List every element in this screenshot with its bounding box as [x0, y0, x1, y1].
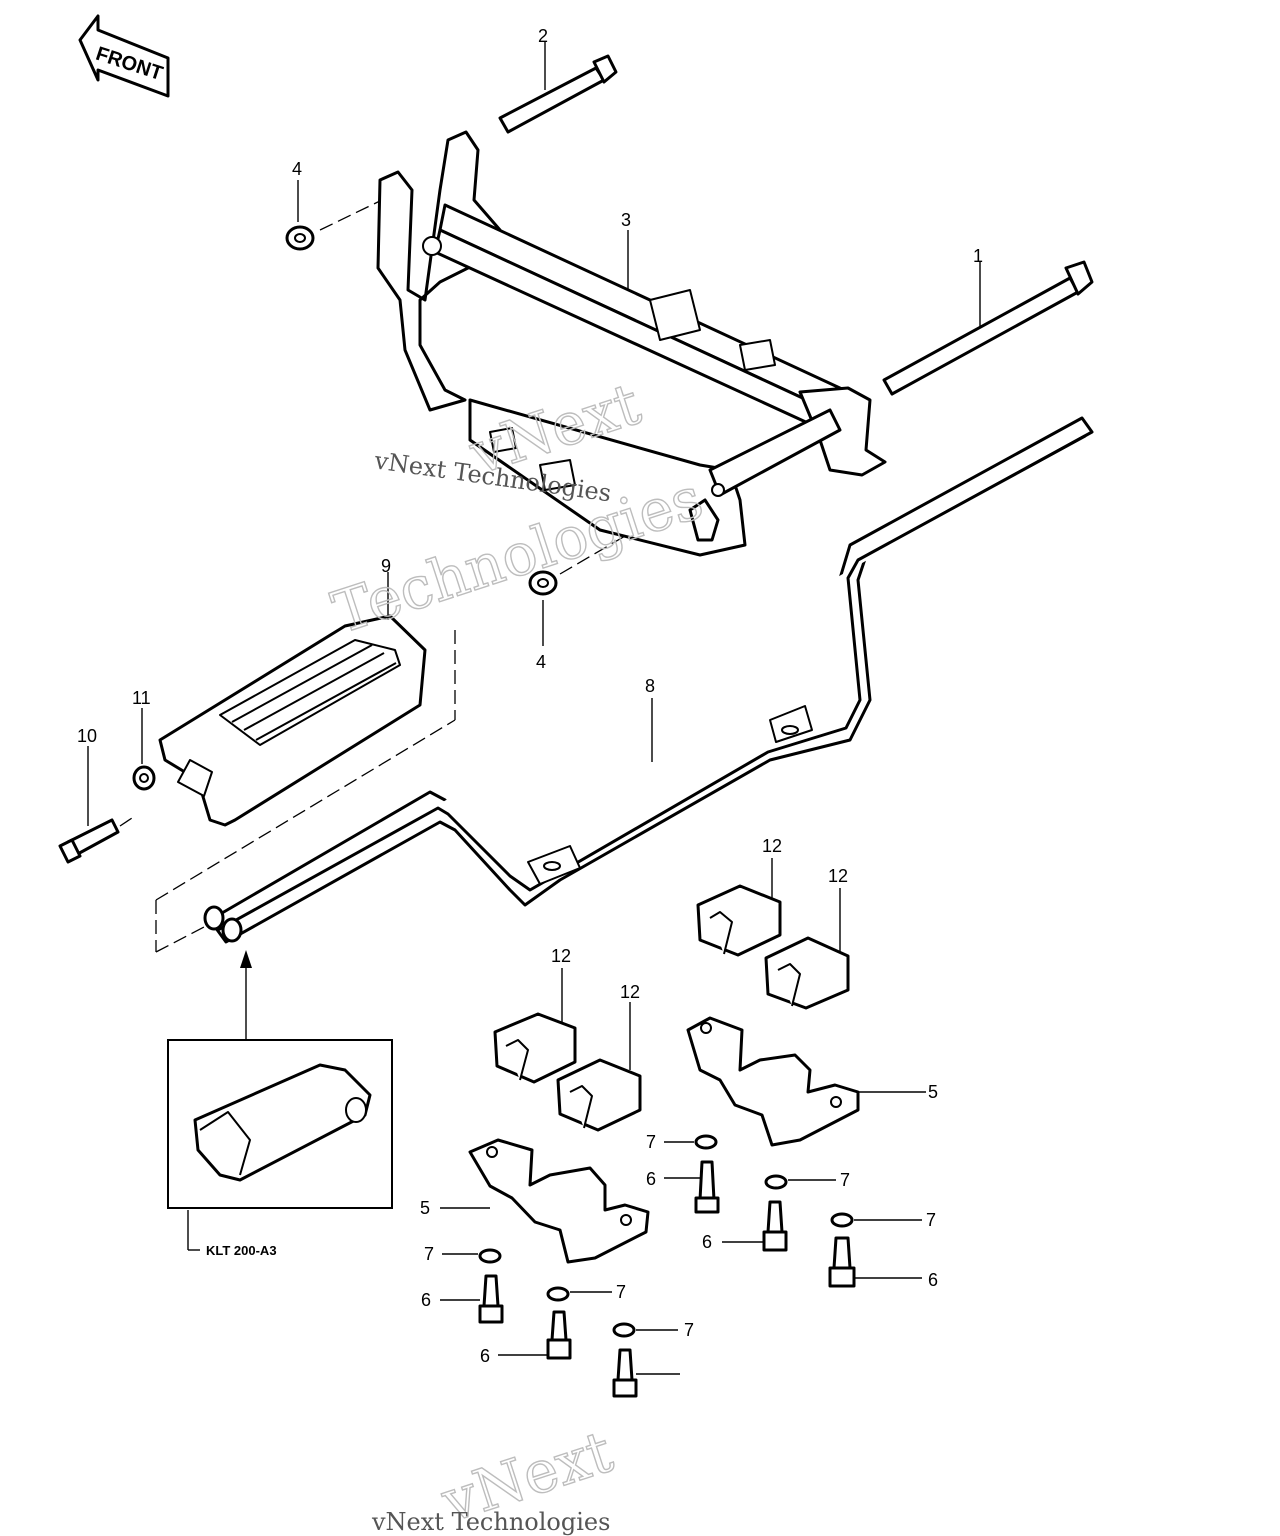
bolt-6-e [498, 1310, 572, 1360]
callout-7-d: 7 [424, 1244, 434, 1264]
block-12-upper-left [696, 858, 782, 957]
front-arrow-icon: FRONT [78, 14, 170, 98]
washer-7-e [546, 1286, 612, 1302]
callout-11: 11 [132, 688, 151, 708]
callout-5-right: 5 [928, 1082, 938, 1102]
washer-7-d [442, 1248, 502, 1264]
step-bar-8 [203, 416, 1094, 944]
callout-9: 9 [381, 556, 391, 576]
callout-12-c: 12 [551, 946, 571, 966]
clamp-5-right [686, 1016, 926, 1147]
block-12-lower-left [493, 968, 577, 1084]
callout-6-c: 6 [928, 1270, 938, 1290]
watermark-bottom2: vNext Technologies [371, 1508, 610, 1536]
callout-7-e: 7 [616, 1282, 626, 1302]
callout-12-d: 12 [620, 982, 640, 1002]
washer-7-c [830, 1212, 922, 1228]
callout-5-left: 5 [420, 1198, 430, 1218]
washer-11 [132, 708, 156, 791]
inset-klt200: KLT 200-A3 [167, 950, 393, 1258]
callout-3: 3 [621, 210, 631, 230]
callout-6-d: 6 [421, 1290, 431, 1310]
callout-2: 2 [538, 26, 548, 46]
nut-4-upper [285, 180, 383, 251]
callout-6-b: 6 [702, 1232, 712, 1252]
bolt-6-a [664, 1160, 720, 1214]
screw-10 [58, 746, 136, 864]
frame-bracket-3 [376, 130, 887, 557]
bolt-6-c [828, 1236, 922, 1288]
bolt-6-d [440, 1274, 504, 1324]
clamp-5-left [440, 1138, 650, 1264]
callout-8: 8 [645, 676, 655, 696]
watermark: vNext Technologies vNext Technologies vN… [324, 369, 711, 1536]
callout-1: 1 [973, 246, 983, 266]
washer-7-b [764, 1174, 836, 1190]
bolt-6-b [722, 1200, 788, 1252]
washer-7-a [664, 1134, 718, 1150]
bolt-1 [882, 260, 1094, 396]
callout-12-a: 12 [762, 836, 782, 856]
washer-7-f [612, 1322, 678, 1338]
callout-4-lower: 4 [536, 652, 546, 672]
callout-7-b: 7 [840, 1170, 850, 1190]
callout-6-a: 6 [646, 1169, 656, 1189]
inset-label: KLT 200-A3 [206, 1243, 277, 1258]
callout-labels: 1 2 3 4 4 5 5 6 6 6 6 6 7 7 7 7 7 7 8 9 … [77, 26, 983, 1366]
callout-4-upper: 4 [292, 159, 302, 179]
block-12-upper-right [764, 888, 850, 1010]
bolt-2 [498, 42, 618, 134]
bolt-6-f [612, 1348, 680, 1398]
callout-7-c: 7 [926, 1210, 936, 1230]
callout-12-b: 12 [828, 866, 848, 886]
footrest-rubber-9 [158, 572, 456, 827]
callout-6-e: 6 [480, 1346, 490, 1366]
callout-7-a: 7 [646, 1132, 656, 1152]
block-12-lower-right [556, 1002, 642, 1132]
callout-7-f: 7 [684, 1320, 694, 1340]
callout-10: 10 [77, 726, 97, 746]
